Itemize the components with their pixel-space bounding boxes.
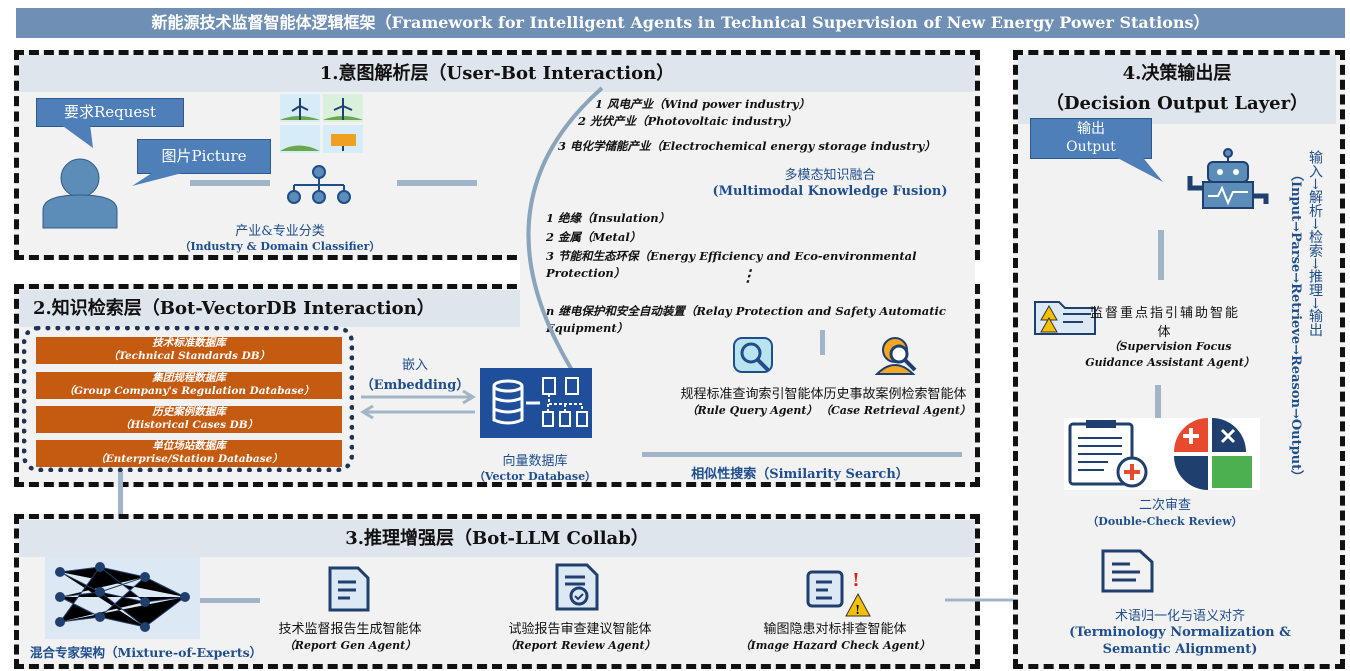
flow-label-cn: 输入→解析→检索→推理→输出 [1307, 150, 1323, 337]
svg-text:!: ! [852, 570, 860, 591]
similarity-line [642, 452, 962, 457]
layer-2-title: 2.知识检索层（Bot-VectorDB Interaction） [19, 290, 523, 327]
report-review-agent[interactable]: 试验报告审查建议智能体（Report Review Agent） [504, 622, 656, 652]
domain-item: 2 金属（Metal） [546, 230, 642, 244]
flow-label-en: （Input→Parse→Retrieve→Reason→Output） [1288, 168, 1303, 484]
industry-item: 3 电化学储能产业（Electrochemical energy storage… [558, 139, 936, 153]
bubble-tail [1110, 154, 1163, 182]
fusion-label-en: (Multimodal Knowledge Fusion) [712, 184, 948, 199]
rule-query-agent[interactable]: 规程标准查询索引智能体（Rule Query Agent） [680, 387, 824, 417]
knowledge-panel [520, 92, 975, 338]
double-check-icon [1064, 418, 1260, 490]
bubble-tail [132, 171, 190, 186]
classifier-label-cn: 产业&专业分类 [235, 224, 325, 239]
similarity-search-label: 相似性搜索（Similarity Search） [691, 467, 909, 482]
case-retrieval-icon [875, 337, 917, 375]
db-group-regulation[interactable]: 集团规程数据库（Group Company's Regulation Datab… [36, 372, 342, 399]
report-gen-agent[interactable]: 技术监督报告生成智能体（Report Gen Agent） [278, 622, 422, 652]
connector [200, 598, 260, 603]
layer-4-title: 4.决策输出层（Decision Output Layer） [1018, 55, 1336, 124]
user-icon [42, 158, 118, 229]
connector [1158, 230, 1164, 280]
double-check-label-en: （Double-Check Review） [1087, 515, 1243, 528]
vector-db-label-cn: 向量数据库 [502, 454, 568, 469]
terminology-label-cn: 术语归一化与语义对齐 [1114, 609, 1245, 624]
domain-item: 1 绝缘（Insulation） [546, 211, 671, 225]
connector [190, 180, 270, 186]
industry-item: 1 风电产业（Wind power industry） [595, 97, 811, 111]
embedding-label-en: （Embedding） [360, 378, 470, 393]
connector [118, 472, 123, 552]
layer-3-title: 3.推理增强层（Bot-LLM Collab） [19, 520, 975, 557]
flow-arc [526, 86, 604, 377]
embedding-label-cn: 嵌入 [401, 358, 428, 373]
image-hazard-agent[interactable]: 输图隐患对标排查智能体（Image Hazard Check Agent） [739, 622, 931, 652]
ellipsis: ⋮ [740, 266, 756, 285]
hierarchy-icon [287, 165, 351, 204]
neural-network-icon [45, 557, 200, 639]
image-hazard-icon: !! [806, 570, 871, 617]
fusion-label-cn: 多模态知识融合 [784, 168, 876, 183]
picture-bubble: 图片Picture [137, 139, 271, 174]
new-energy-icons [280, 94, 363, 153]
embedding-arrows [360, 390, 476, 420]
document-icon [1101, 549, 1154, 593]
domain-item: n 继电保护和安全自动装置（Relay Protection and Safet… [546, 304, 946, 335]
database-group [22, 326, 354, 472]
vector-database-icon[interactable] [480, 368, 592, 438]
page-title: 新能源技术监督智能体逻辑框架（Framework for Intelligent… [16, 8, 1345, 38]
moe-label: 混合专家架构（Mixture-of-Experts） [30, 645, 263, 660]
svg-text:!: ! [855, 603, 860, 617]
layer-1-title: 1.意图解析层（User-Bot Interaction） [19, 55, 975, 92]
classifier-label-en: （Industry & Domain Classifier） [179, 240, 381, 253]
bubble-tail [60, 124, 93, 148]
double-check-label-cn: 二次审查 [1138, 498, 1191, 513]
connector [820, 330, 825, 355]
connector [1155, 385, 1161, 425]
domain-item: 3 节能和生态环保（Energy Efficiency and Eco-envi… [546, 249, 917, 280]
industry-item: 2 光伏产业（Photovoltaic industry） [578, 114, 798, 128]
warning-folder-icon [1034, 301, 1096, 335]
report-review-icon [555, 563, 599, 611]
request-bubble: 要求Request [36, 98, 184, 127]
guidance-agent-en: （Supervision Focus Guidance Assistant Ag… [1085, 340, 1255, 369]
db-historical-cases[interactable]: 历史案例数据库（Historical Cases DB） [36, 406, 342, 433]
robot-icon [1187, 148, 1269, 209]
report-gen-icon [328, 566, 370, 612]
vector-db-label-en: （Vector Database） [473, 470, 597, 483]
connector [397, 180, 477, 186]
rule-query-icon [733, 337, 773, 373]
db-enterprise-station[interactable]: 单位场站数据库（Enterprise/Station Database） [36, 440, 342, 467]
terminology-label-en: (Terminology Normalization & Semantic Al… [1069, 625, 1291, 657]
case-retrieval-agent[interactable]: 历史事故案例检索智能体（Case Retrieval Agent） [820, 387, 971, 417]
db-technical-standards[interactable]: 技术标准数据库（Technical Standards DB） [36, 337, 342, 364]
guidance-agent[interactable]: 监督重点指引辅助智能体 [1090, 306, 1241, 340]
